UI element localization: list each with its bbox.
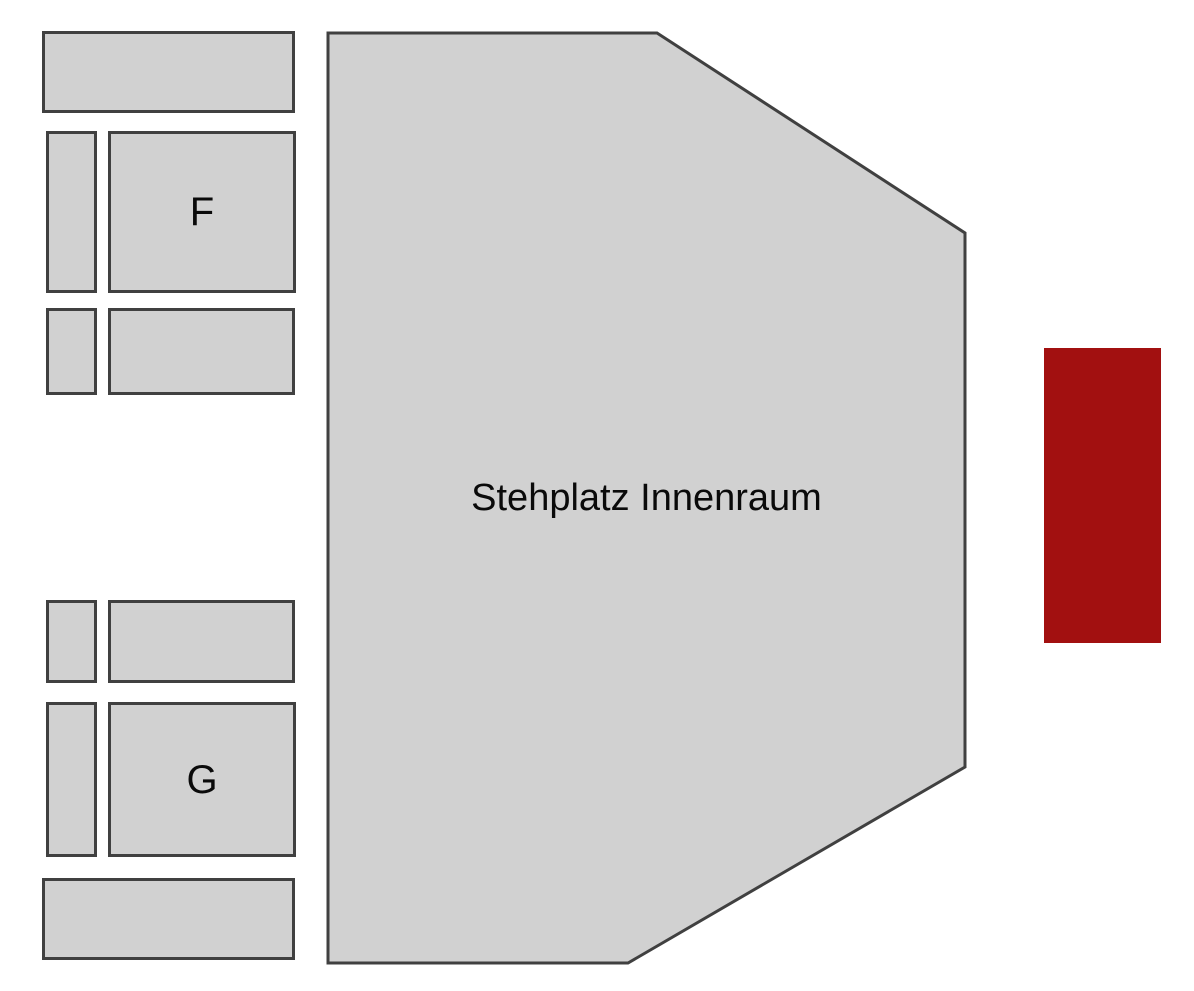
section-block-mid-narrow[interactable] xyxy=(46,308,97,395)
section-block-lower-wide[interactable] xyxy=(108,600,295,683)
section-f-label: F xyxy=(189,190,215,234)
stage-block xyxy=(1044,348,1161,643)
section-block-lower-narrow[interactable] xyxy=(46,600,97,683)
section-block-g-narrow[interactable] xyxy=(46,702,97,857)
section-block-bottom-strip[interactable] xyxy=(42,878,295,960)
section-block-f-narrow[interactable] xyxy=(46,131,97,293)
section-block-top-strip[interactable] xyxy=(42,31,295,113)
section-g-label: G xyxy=(186,757,218,802)
standing-area-innenraum-section[interactable] xyxy=(326,31,967,965)
section-block-mid-wide[interactable] xyxy=(108,308,295,395)
section-block-g[interactable]: G xyxy=(108,702,296,857)
section-block-f[interactable]: F xyxy=(108,131,296,293)
